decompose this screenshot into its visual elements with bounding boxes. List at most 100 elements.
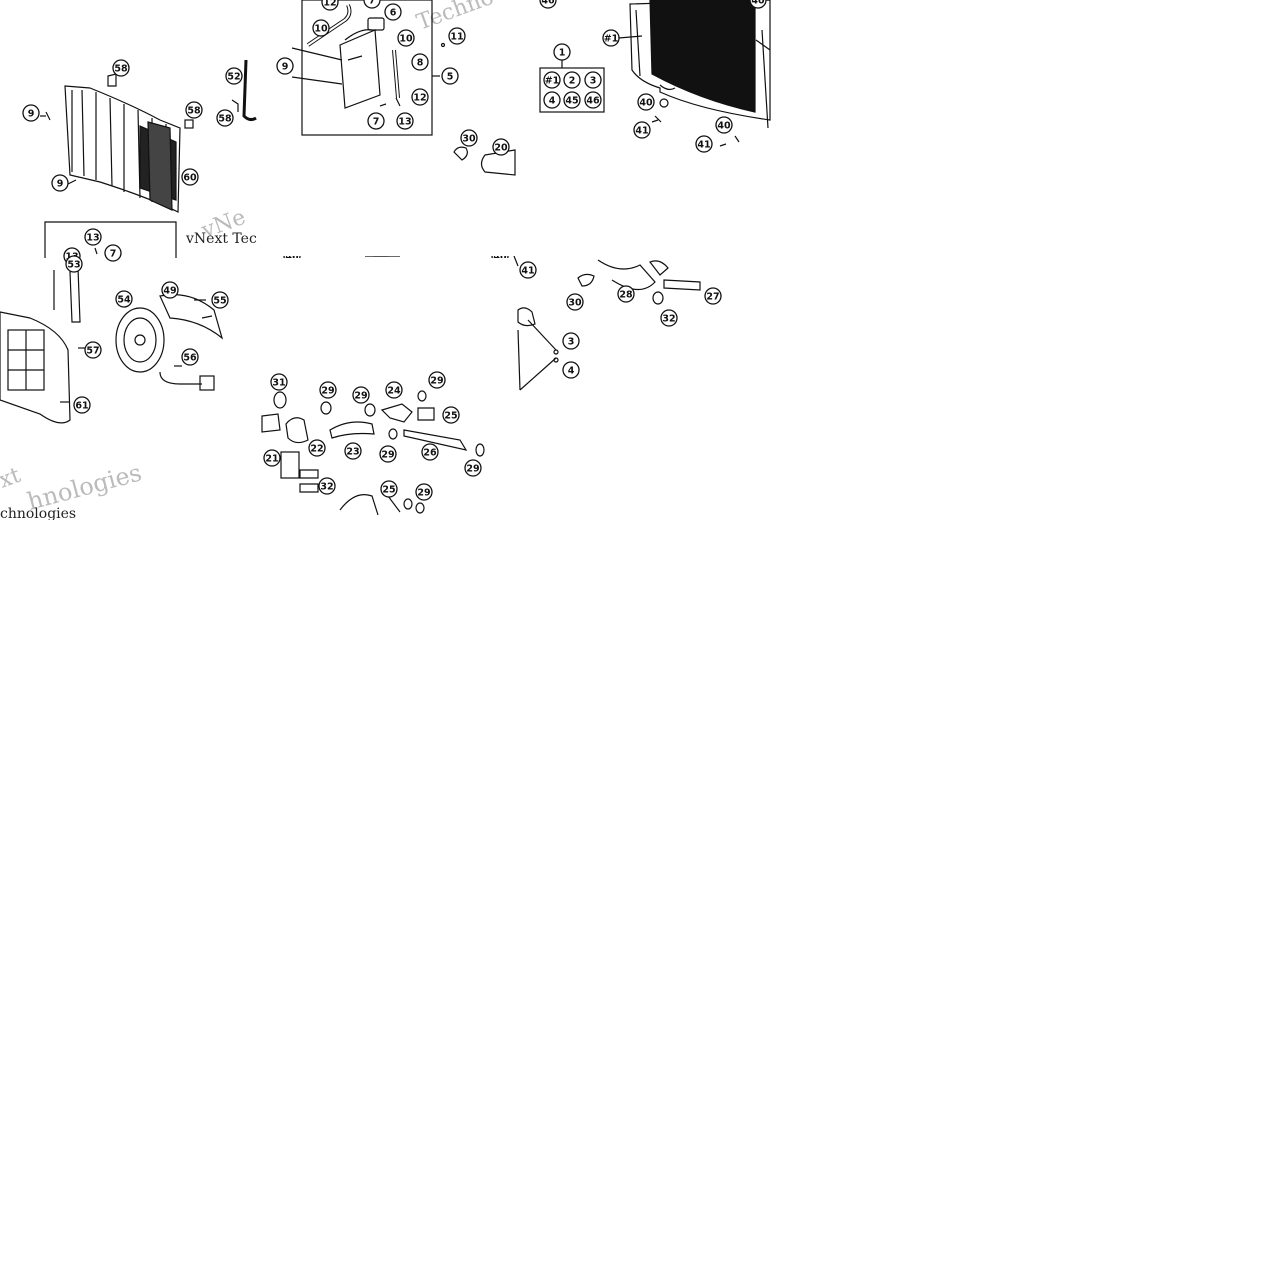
callout-circle <box>566 293 584 311</box>
callout-number: 4 <box>549 96 556 107</box>
callout-circle <box>161 281 179 299</box>
callout-number: 20 <box>494 143 508 154</box>
callout-29b: 29 <box>352 386 370 404</box>
callout-circle <box>543 91 561 109</box>
callout-circle <box>519 261 537 279</box>
callout-54: 54 <box>115 290 133 308</box>
callout-circle <box>225 67 243 85</box>
callout-46-top: 46 <box>539 0 557 9</box>
callout-number: 3 <box>568 337 575 348</box>
callout-circle <box>115 290 133 308</box>
callout-circle <box>415 483 433 501</box>
callout-circle <box>464 459 482 477</box>
callout-number: #1 <box>604 34 619 45</box>
callout-58a: 58 <box>112 59 130 77</box>
callout-circle <box>460 129 478 147</box>
callout-circle <box>411 88 429 106</box>
callout-box-3: 3 <box>584 71 602 89</box>
callout-number: 57 <box>86 346 99 357</box>
callout-circle <box>84 341 102 359</box>
callout-number: 58 <box>187 106 201 117</box>
callout-26: 26 <box>421 443 439 461</box>
callout-circle <box>543 71 561 89</box>
callout-number: 9 <box>282 62 289 73</box>
callout-circle <box>312 19 330 37</box>
callout-number: 40 <box>751 0 765 7</box>
callout-4: 4 <box>562 361 580 379</box>
callout-53: 53 <box>65 255 83 273</box>
callout-9a: 9 <box>276 57 294 75</box>
callout-11: 11 <box>448 27 466 45</box>
callout-23: 23 <box>344 442 362 460</box>
callout-number: 25 <box>382 485 395 496</box>
callout-31: 31 <box>270 373 288 391</box>
callout-25b: 25 <box>380 480 398 498</box>
callout-number: 29 <box>354 391 367 402</box>
vnext-label: vNext Tec <box>185 231 257 247</box>
callout-circle <box>363 0 381 9</box>
callout-60: 60 <box>181 168 199 186</box>
callout-circle <box>492 138 510 156</box>
callout-circle <box>704 287 722 305</box>
callout-circle <box>553 43 571 61</box>
callout-61: 61 <box>73 396 91 414</box>
callout-41a: 41 <box>633 121 651 139</box>
callout-number: 55 <box>213 296 226 307</box>
callout-number: 1 <box>559 48 566 59</box>
callout-circle <box>379 445 397 463</box>
callout-58c: 58 <box>216 109 234 127</box>
coolant-reservoir-assembly <box>291 0 516 176</box>
callout-10a: 10 <box>312 19 330 37</box>
callout-circle <box>428 371 446 389</box>
callout-circle <box>344 442 362 460</box>
callout-circle <box>637 93 655 111</box>
callout-number: 7 <box>373 117 380 128</box>
callout-number: 26 <box>423 448 437 459</box>
callout-number: 10 <box>314 24 328 35</box>
callout-number: 28 <box>619 290 633 301</box>
callout-circle <box>411 53 429 71</box>
callout-number: 21 <box>265 454 278 465</box>
callout-number: 41 <box>635 126 648 137</box>
callout-circle <box>539 0 557 9</box>
callout-circle <box>695 135 713 153</box>
callout-52: 52 <box>225 67 243 85</box>
callout-number: 46 <box>541 0 555 7</box>
callout-29d: 29 <box>379 445 397 463</box>
callout-number: 32 <box>662 314 675 325</box>
callout-h1-rad: #1 <box>602 29 620 47</box>
callout-number: 46 <box>586 96 600 107</box>
callout-circle <box>185 101 203 119</box>
callout-29e: 29 <box>464 459 482 477</box>
callout-box-h1: #1 <box>543 71 561 89</box>
callout-8: 8 <box>411 53 429 71</box>
callout-number: 30 <box>568 298 582 309</box>
callout-30b: 30 <box>566 293 584 311</box>
callout-number: 8 <box>417 58 424 69</box>
callout-3: 3 <box>562 332 580 350</box>
callout-number: 29 <box>466 464 479 475</box>
callout-21: 21 <box>263 449 281 467</box>
callout-circle <box>318 477 336 495</box>
callout-number: 25 <box>444 411 457 422</box>
callout-number: 58 <box>218 114 232 125</box>
radiator-core <box>649 0 756 113</box>
callout-29c: 29 <box>428 371 446 389</box>
callout-circle <box>562 332 580 350</box>
callout-number: 13 <box>398 117 411 128</box>
callout-number: 31 <box>272 378 285 389</box>
callout-circle <box>385 381 403 399</box>
callout-circle <box>380 480 398 498</box>
callout-28: 28 <box>617 285 635 303</box>
callout-40-top: 40 <box>749 0 767 9</box>
cooling-fan-assembly <box>0 267 224 424</box>
hose-group-right <box>513 255 701 391</box>
hose-kit-box <box>44 221 177 258</box>
callout-circle <box>441 67 459 85</box>
callout-5: 5 <box>441 67 459 85</box>
callout-number: 29 <box>321 386 334 397</box>
callout-41d: 41 <box>519 261 537 279</box>
callout-circle <box>384 3 402 21</box>
callout-number: 6 <box>390 8 397 19</box>
